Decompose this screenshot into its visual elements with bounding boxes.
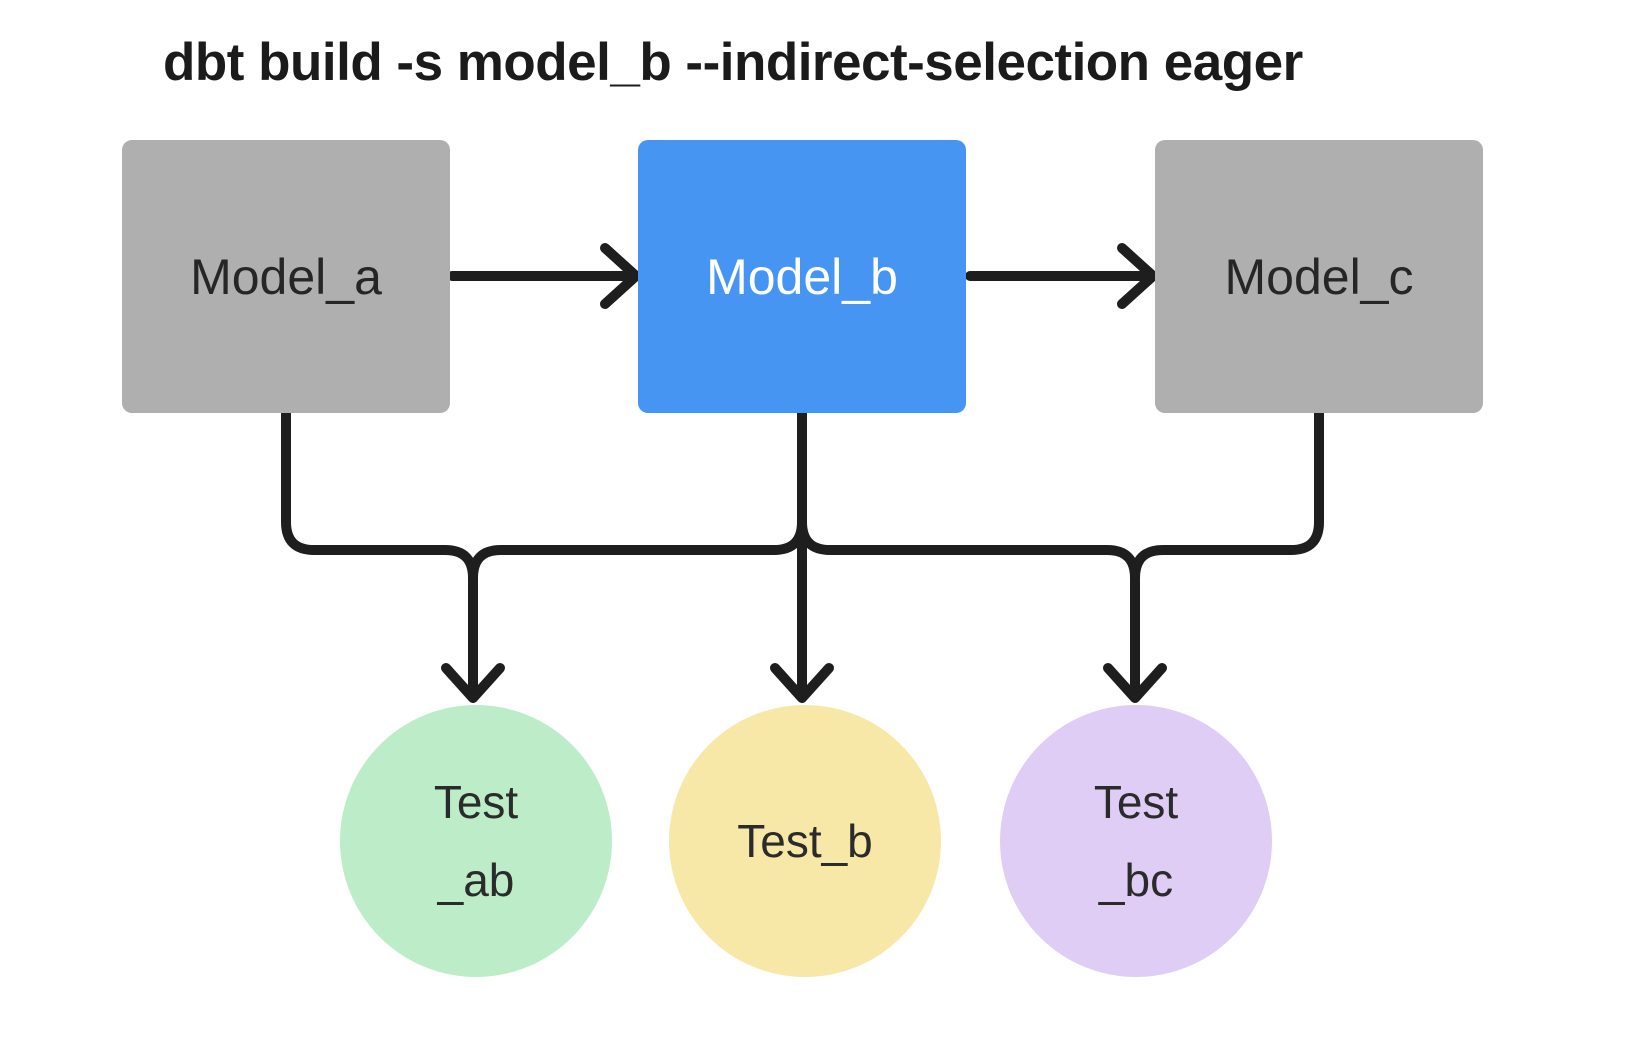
node-model-a-label: Model_a [190,248,382,305]
diagram-title: dbt build -s model_b --indirect-selectio… [163,33,1303,92]
node-test-ab-label-line2: _ab [437,854,515,906]
node-model-b-label: Model_b [706,248,898,305]
node-test-bc: Test _bc [1000,705,1272,977]
edge-model-a-to-test-ab [281,408,478,697]
node-model-c-label: Model_c [1224,248,1414,305]
node-test-ab: Test _ab [340,705,612,977]
arrow-head-test-ab [441,663,505,703]
node-test-bc-label-line1: Test [1093,776,1179,828]
node-test-ab-label-line1: Test [433,776,519,828]
arrow-head-test-b [770,663,834,703]
node-model-a: Model_a [122,140,450,413]
rail-left-segment [468,517,807,583]
node-model-b: Model_b [638,140,966,413]
node-test-b: Test_b [669,705,941,977]
rail-right-segment [797,517,1140,697]
node-model-c: Model_c [1155,140,1483,413]
node-test-bc-label-line2: _bc [1098,854,1174,906]
arrow-head-test-bc [1103,663,1167,703]
edge-model-c-to-test-bc [1130,408,1324,583]
arrow-head-model-b-to-model-c [1117,243,1158,309]
node-test-b-label-line1: Test_b [737,815,873,867]
arrow-head-model-a-to-model-b [600,243,641,309]
